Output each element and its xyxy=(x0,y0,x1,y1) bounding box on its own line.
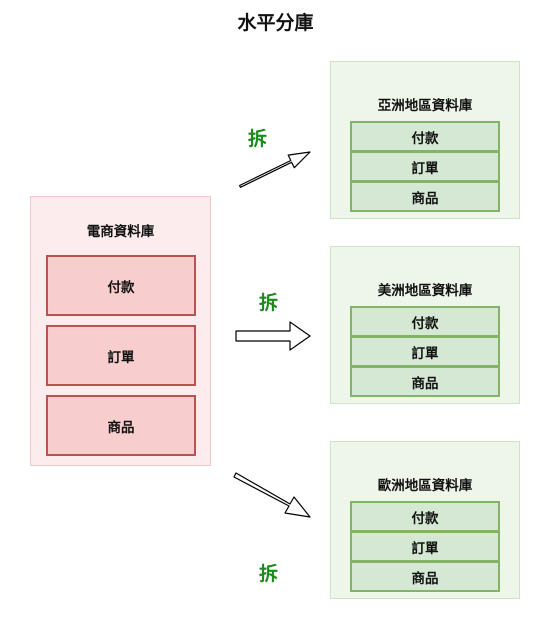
source-table-product: 商品 xyxy=(46,395,196,456)
america-database-label: 美洲地區資料庫 xyxy=(377,283,473,299)
asia-table-product: 商品 xyxy=(350,181,500,212)
source-table-payment: 付款 xyxy=(46,255,196,316)
source-database-label: 電商資料庫 xyxy=(86,224,155,240)
diagram-title: 水平分庫 xyxy=(237,12,314,34)
arrow-to-asia xyxy=(239,151,311,188)
split-label-europe: 拆 xyxy=(259,563,279,585)
europe-table-order: 訂單 xyxy=(350,531,500,562)
source-database: 電商資料庫 付款 訂單 商品 xyxy=(30,196,211,466)
asia-database: 亞洲地區資料庫 付款 訂單 商品 xyxy=(330,61,520,219)
arrow-to-europe xyxy=(233,472,311,518)
europe-database-label: 歐洲地區資料庫 xyxy=(377,478,473,494)
europe-table-product: 商品 xyxy=(350,561,500,592)
source-table-order: 訂單 xyxy=(46,325,196,386)
asia-table-payment: 付款 xyxy=(350,121,500,152)
asia-database-label: 亞洲地區資料庫 xyxy=(377,98,473,114)
america-table-payment: 付款 xyxy=(350,306,500,337)
arrow-to-america xyxy=(235,321,311,351)
split-label-asia: 拆 xyxy=(248,128,268,150)
america-database: 美洲地區資料庫 付款 訂單 商品 xyxy=(330,246,520,404)
america-table-product: 商品 xyxy=(350,366,500,397)
europe-table-payment: 付款 xyxy=(350,501,500,532)
split-label-america: 拆 xyxy=(259,292,279,314)
europe-database: 歐洲地區資料庫 付款 訂單 商品 xyxy=(330,441,520,599)
america-table-order: 訂單 xyxy=(350,336,500,367)
asia-table-order: 訂單 xyxy=(350,151,500,182)
